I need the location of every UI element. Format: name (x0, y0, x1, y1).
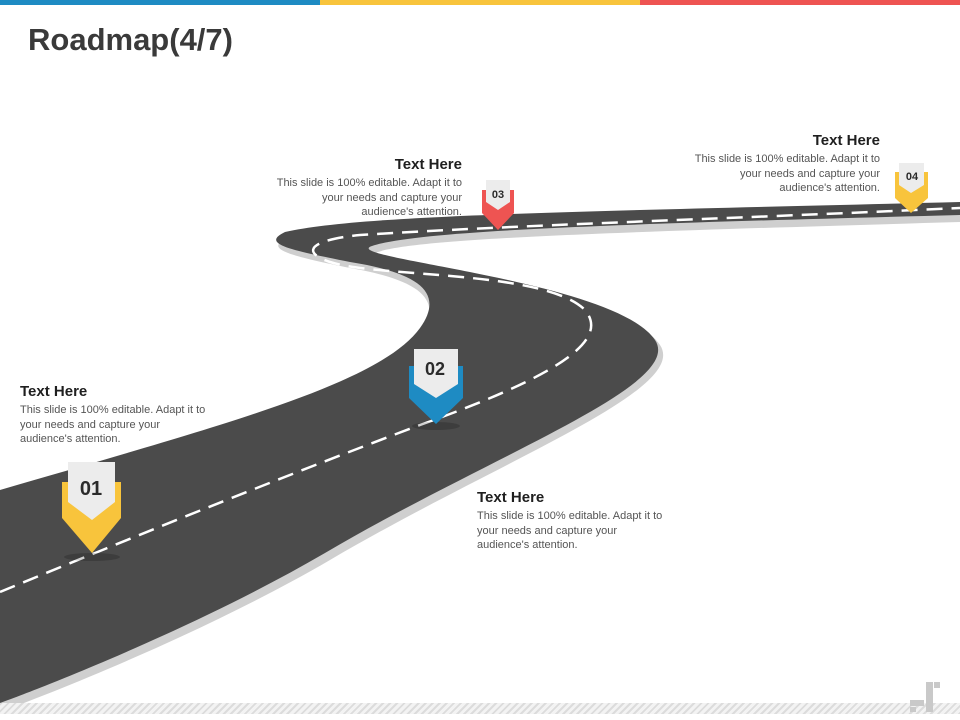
milestone-callout-04: Text Here This slide is 100% editable. A… (690, 132, 880, 196)
milestone-body-02: This slide is 100% editable. Adapt it to… (477, 510, 663, 551)
top-bar-yellow (320, 0, 640, 5)
road-center-line (0, 206, 960, 594)
milestone-heading-02: Text Here (477, 489, 545, 506)
milestone-number-03: 03 (492, 189, 504, 201)
top-color-bar (0, 0, 960, 5)
milestone-number-01: 01 (80, 478, 102, 500)
top-bar-red (640, 0, 960, 5)
milestone-callout-01: Text Here This slide is 100% editable. A… (20, 383, 210, 447)
milestone-heading-03: Text Here (394, 156, 462, 173)
milestone-callout-03: Text Here This slide is 100% editable. A… (272, 156, 462, 220)
top-bar-blue (0, 0, 320, 5)
milestone-number-04: 04 (906, 171, 919, 183)
milestone-heading-04: Text Here (812, 132, 880, 149)
milestone-marker-04: 04 (895, 163, 928, 213)
milestone-number-02: 02 (425, 359, 445, 379)
milestone-heading-01: Text Here (20, 383, 88, 400)
footer-strip (0, 703, 960, 714)
page-title: Roadmap(4/7) (28, 22, 233, 57)
milestone-marker-01: 01 (62, 462, 121, 561)
milestone-body-04: This slide is 100% editable. Adapt it to… (694, 153, 880, 194)
brand-logo-icon (910, 682, 940, 712)
road (0, 202, 960, 703)
milestone-callout-02: Text Here This slide is 100% editable. A… (477, 489, 667, 553)
milestone-body-03: This slide is 100% editable. Adapt it to… (276, 177, 462, 218)
milestone-marker-03: 03 (482, 180, 514, 230)
milestone-marker-02: 02 (409, 349, 463, 430)
milestone-body-01: This slide is 100% editable. Adapt it to… (20, 404, 206, 445)
